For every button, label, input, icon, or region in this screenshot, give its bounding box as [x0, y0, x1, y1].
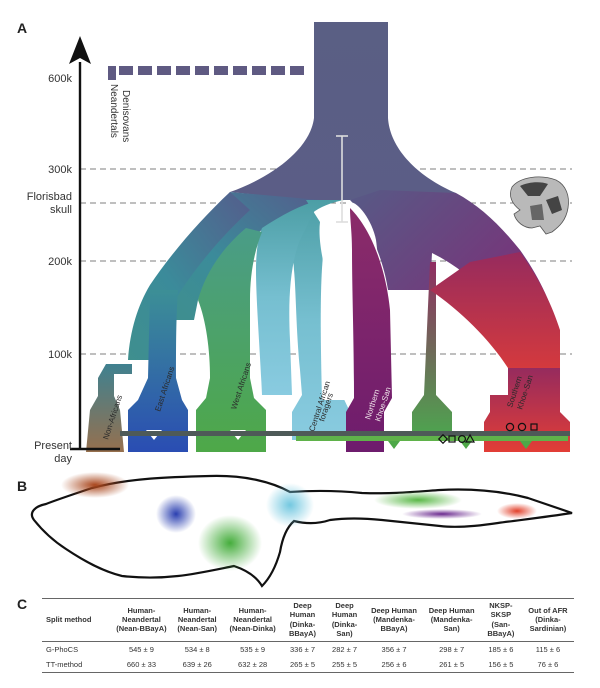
present-day-label: Present	[34, 440, 72, 452]
table-cell: TT-method	[42, 656, 113, 673]
column-header: Human-Neandertal (Nean-San)	[169, 598, 225, 642]
table-cell: 185 ± 6	[488, 644, 514, 654]
table-cell: 535 ± 9	[240, 644, 266, 654]
circle-marker-icon	[458, 435, 467, 444]
root-trunk	[230, 22, 456, 200]
diamond-marker-icon	[437, 433, 449, 445]
column-header: Human-Neandertal (Nean-BBayA)	[113, 598, 170, 642]
south-lineage	[350, 190, 560, 395]
panel-a-label: A	[17, 20, 28, 36]
table-cell: 115 ± 6	[535, 644, 561, 654]
blob-eastafr	[156, 495, 196, 533]
florisbad-label: Florisbad	[27, 191, 72, 203]
tick-label-200k: 200k	[48, 256, 72, 268]
table-cell: 639 ± 26	[169, 656, 225, 673]
table-row: G-PhoCS 545 ± 9 534 ± 8 535 ± 9 336 ± 7 …	[42, 641, 574, 657]
column-header: Deep Human (Dinka-San)	[324, 598, 365, 642]
sample-markers	[437, 422, 538, 445]
migration-bar-grey	[120, 431, 570, 436]
archaic-branch	[108, 66, 304, 80]
tick-label-100k: 100k	[48, 349, 72, 361]
table-row: TT-method 660 ± 33 639 ± 26 632 ± 28 265…	[42, 656, 574, 673]
column-header: Human-Neandertal (Nean-Dinka)	[224, 598, 281, 642]
blob-westafr	[198, 515, 262, 571]
table-cell: 265 ± 5	[280, 656, 325, 673]
table-cell: G-PhoCS	[46, 644, 79, 654]
caf-branch-fill	[256, 200, 320, 395]
tick-label-300k: 300k	[48, 164, 72, 176]
nonafr-branch	[86, 364, 132, 452]
khoe-san-split-branch	[412, 262, 452, 440]
square-marker-icon	[530, 423, 538, 431]
split-error-bar	[336, 135, 348, 223]
blob-nks-purple	[402, 509, 482, 519]
florisbad-label-2: skull	[50, 204, 72, 216]
table-cell: 76 ± 6	[521, 656, 574, 673]
present-day-label-2: day	[54, 453, 72, 465]
blob-nks-green	[374, 491, 462, 509]
table-cell: 255 ± 5	[324, 656, 365, 673]
table-cell: 298 ± 7	[439, 644, 465, 654]
skull-icon	[510, 176, 569, 235]
panel-b-label: B	[17, 478, 28, 494]
table-cell: 660 ± 33	[113, 656, 170, 673]
table-cell: 545 ± 9	[128, 644, 154, 654]
table-cell: 356 ± 7	[381, 644, 407, 654]
table-cell: 256 ± 6	[364, 656, 424, 673]
blob-nonafr	[61, 472, 129, 498]
blob-sks	[497, 503, 537, 519]
denisovans-label: Denisovans	[120, 90, 131, 142]
table-cell: 632 ± 28	[224, 656, 281, 673]
square-marker-icon	[448, 435, 456, 443]
tick-label-600k: 600k	[48, 73, 72, 85]
westafr-branch	[196, 228, 266, 452]
axis-labels: 600k 300k Florisbad skull 200k 100k Pres…	[27, 73, 73, 465]
time-axis	[69, 36, 120, 451]
table-cell: 282 ± 7	[332, 644, 358, 654]
column-header: Deep Human (Mandenka-BBayA)	[364, 598, 424, 642]
migration-bar-green	[296, 436, 568, 441]
split-time-table: Split method Human-Neandertal (Nean-BBay…	[42, 598, 574, 673]
column-header: Deep Human (Mandenka-San)	[423, 598, 480, 642]
panel-c-label: C	[17, 596, 28, 612]
nks-branch	[346, 208, 392, 452]
migration-arrows	[388, 441, 532, 449]
sks-branch	[430, 252, 560, 395]
eastafr-branch	[128, 290, 188, 452]
circle-marker-icon	[505, 422, 515, 432]
column-header: Deep Human (Dinka-BBayA)	[280, 598, 325, 642]
blob-caf	[266, 483, 314, 527]
column-header: Split method	[42, 598, 113, 642]
table-cell: 336 ± 7	[290, 644, 315, 654]
triangle-marker-icon	[464, 433, 476, 443]
table-cell: 534 ± 8	[184, 644, 210, 654]
panel-b	[30, 472, 573, 588]
panel-a	[69, 22, 572, 452]
circle-marker-icon	[517, 422, 527, 432]
table-cell: 156 ± 5	[479, 656, 522, 673]
neandertals-label: Neandertals	[108, 84, 119, 138]
table-cell: 261 ± 5	[423, 656, 480, 673]
axis-arrow-icon	[69, 36, 91, 64]
table-header-row: Split method Human-Neandertal (Nean-BBay…	[42, 598, 574, 642]
column-header: Out of AFR (Dinka-Sardinian)	[521, 598, 574, 642]
column-header: NKSP-SKSP (San-BBayA)	[479, 598, 522, 642]
